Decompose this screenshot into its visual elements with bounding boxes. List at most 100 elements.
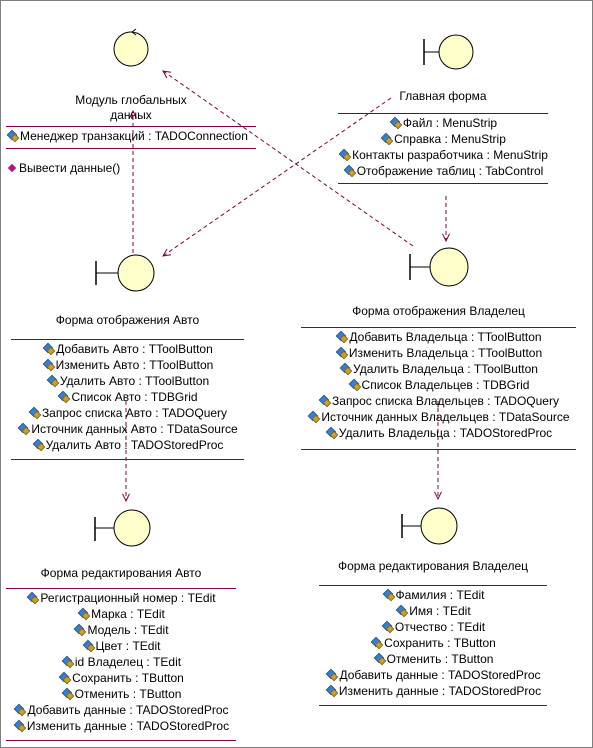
attribute-icon bbox=[28, 407, 41, 419]
attribute-row: Марка : TEdit bbox=[6, 606, 236, 622]
attribute-icon bbox=[373, 653, 386, 665]
attribute-row: Изменить Авто : TToolButton bbox=[11, 357, 244, 373]
attribute-row: Регистрационный номер : TEdit bbox=[6, 590, 236, 606]
attribute-row: Источник данных Авто : TDataSource bbox=[11, 421, 244, 437]
attribute-text: Имя : TEdit bbox=[409, 604, 471, 618]
attribute-icon bbox=[46, 375, 59, 387]
attribute-text: Справка : MenuStrip bbox=[394, 132, 506, 146]
class-name: Форма редактирования Владелец bbox=[337, 559, 528, 573]
attribute-separator bbox=[6, 148, 256, 149]
attribute-icon bbox=[382, 589, 395, 601]
attribute-text: Сохранить : TButton bbox=[72, 671, 184, 685]
attribute-icon bbox=[32, 439, 45, 451]
attribute-icon bbox=[338, 149, 351, 161]
attribute-row: Контакты разработчика : MenuStrip bbox=[338, 147, 548, 163]
attribute-text: Удалить Авто : TToolButton bbox=[59, 374, 210, 388]
attribute-list: Менеджер транзакций : TADOConnection bbox=[6, 128, 256, 144]
boundary-icon bbox=[94, 509, 151, 547]
class-name: Форма отображения Авто bbox=[55, 313, 200, 327]
attribute-icon bbox=[381, 621, 394, 633]
attribute-text: Добавить Авто : TToolButton bbox=[56, 342, 213, 356]
attribute-icon bbox=[325, 669, 338, 681]
attribute-icon bbox=[61, 688, 74, 700]
name-separator bbox=[319, 585, 547, 586]
dependency-line-main-to-autoView[interactable] bbox=[162, 97, 392, 257]
attribute-row: Сохранить : TButton bbox=[6, 670, 236, 686]
boundary-icon bbox=[95, 254, 155, 292]
class-global-data-module[interactable]: Модуль глобальных данных Менеджер транза… bbox=[6, 28, 256, 183]
attribute-text: Сохранить : TButton bbox=[384, 636, 496, 650]
attribute-text: id Владелец : TEdit bbox=[74, 655, 182, 669]
attribute-row: Отменить : TButton bbox=[319, 651, 547, 667]
operation-row: Вывести данные() bbox=[6, 160, 256, 176]
name-separator bbox=[11, 339, 244, 340]
attribute-text: Отменить : TButton bbox=[74, 687, 182, 701]
attribute-icon bbox=[82, 640, 95, 652]
attribute-text: Менеджер транзакций : TADOConnection bbox=[20, 129, 248, 143]
attribute-row: Запрос списка Авто : TADOQuery bbox=[11, 405, 244, 421]
attribute-separator bbox=[319, 705, 547, 706]
attribute-icon bbox=[318, 395, 331, 407]
attribute-icon bbox=[335, 331, 348, 343]
attribute-text: Изменить данные : TADOStoredProc bbox=[26, 719, 230, 733]
operation-list: Вывести данные() bbox=[6, 160, 256, 176]
boundary-icon bbox=[409, 247, 469, 287]
attribute-text: Удалить Авто : TADOStoredProc bbox=[45, 438, 224, 452]
attribute-text: Список Владельцев : TDBGrid bbox=[361, 378, 530, 392]
boundary-icon bbox=[423, 34, 474, 70]
attribute-icon bbox=[17, 423, 30, 435]
attribute-icon bbox=[325, 685, 338, 697]
attribute-icon bbox=[380, 133, 393, 145]
attribute-row: Цвет : TEdit bbox=[6, 638, 236, 654]
attribute-row: Удалить Владельца : TADOStoredProc bbox=[301, 425, 576, 441]
attribute-text: Добавить Владельца : TToolButton bbox=[349, 330, 542, 344]
dependency-arrowhead-ownerView-to-ownerEdit bbox=[434, 491, 442, 501]
attribute-icon bbox=[77, 608, 90, 620]
attribute-text: Источник данных Владельцев : TDataSource bbox=[321, 410, 570, 424]
entity-control-icon bbox=[113, 28, 149, 67]
attribute-text: Удалить Владельца : TADOStoredProc bbox=[338, 426, 553, 440]
attribute-text: Список Авто : TDBGrid bbox=[71, 390, 198, 404]
attribute-icon bbox=[26, 592, 39, 604]
class-name: Модуль глобальных данных bbox=[75, 93, 187, 122]
attribute-row: Файл : MenuStrip bbox=[338, 115, 548, 131]
attribute-row: Изменить данные : TADOStoredProc bbox=[6, 718, 236, 734]
attribute-row: Удалить Владельца : TToolButton bbox=[301, 361, 576, 377]
attribute-row: Удалить Авто : TToolButton bbox=[11, 373, 244, 389]
attribute-icon bbox=[73, 624, 86, 636]
attribute-text: Изменить Авто : TToolButton bbox=[55, 358, 214, 372]
attribute-icon bbox=[6, 130, 19, 142]
attribute-icon bbox=[339, 363, 352, 375]
attribute-row: Фамилия : TEdit bbox=[319, 587, 547, 603]
attribute-text: Отчество : TEdit bbox=[394, 620, 486, 634]
class-owner-edit-form[interactable]: Форма редактирования Владелец Фамилия : … bbox=[319, 501, 547, 711]
attribute-separator bbox=[11, 459, 244, 460]
attribute-icon bbox=[307, 411, 320, 423]
attribute-text: Запрос списка Владельцев : TADOQuery bbox=[332, 394, 559, 408]
name-separator bbox=[6, 126, 256, 127]
attribute-row: Отменить : TButton bbox=[6, 686, 236, 702]
attribute-row: Добавить Авто : TToolButton bbox=[11, 341, 244, 357]
class-owner-view-form[interactable]: Форма отображения Владелец Добавить Влад… bbox=[301, 243, 576, 451]
attribute-text: Контакты разработчика : MenuStrip bbox=[352, 148, 548, 162]
operation-text: Вывести данные() bbox=[19, 161, 121, 175]
class-auto-view-form[interactable]: Форма отображения Авто Добавить Авто : T… bbox=[11, 248, 244, 460]
dependency-line-ownerView-to-global[interactable] bbox=[162, 70, 414, 247]
attribute-row: Имя : TEdit bbox=[319, 603, 547, 619]
dependency-arrowhead-autoView-to-autoEdit bbox=[122, 493, 130, 503]
operation-icon bbox=[7, 163, 17, 173]
attribute-text: Модель : TEdit bbox=[87, 623, 169, 637]
attribute-text: Регистрационный номер : TEdit bbox=[40, 591, 216, 605]
attribute-row: Добавить данные : TADOStoredProc bbox=[319, 667, 547, 683]
class-auto-edit-form[interactable]: Форма редактирования Авто Регистрационны… bbox=[6, 504, 236, 744]
name-separator bbox=[301, 327, 576, 328]
attribute-row: Добавить данные : TADOStoredProc bbox=[6, 702, 236, 718]
attribute-icon bbox=[42, 343, 55, 355]
attribute-row: Добавить Владельца : TToolButton bbox=[301, 329, 576, 345]
attribute-icon bbox=[335, 347, 348, 359]
